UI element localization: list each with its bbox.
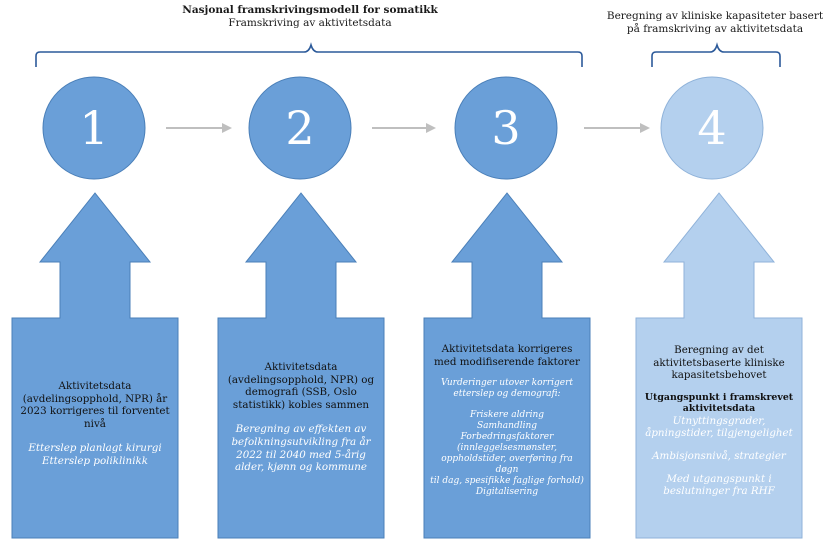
step-circle-1 — [42, 76, 146, 180]
step-circle-4 — [660, 76, 764, 180]
panel-2-italic-line: alder, kjønn og kommune — [234, 461, 367, 474]
panel-4-italic-line: Utnyttingsgrader, — [672, 414, 766, 427]
panel-4-italic-line: Med utgangspunkt i — [666, 472, 772, 485]
panel-2-italic-line: 2022 til 2040 med 5-årig — [236, 448, 366, 461]
panel-2-italic-line: Beregning av effekten av — [235, 423, 367, 436]
panel-3-main-line: med modifiserende faktorer — [434, 355, 580, 368]
connector-arrow-1-2 — [166, 123, 232, 133]
up-arrow-callout-2 — [217, 192, 385, 539]
header-left-subtitle: Framskriving av aktivitetsdata — [228, 17, 392, 29]
panel-4-italic-line: åpningstider, tilgjengelighet — [645, 427, 793, 440]
connector-arrow-3-4 — [584, 123, 650, 133]
panel-3-intro-line: etterslep og demografi: — [453, 389, 561, 400]
panel-4-italic-line: Ambisjonsnivå, strategier — [652, 449, 786, 462]
panel-4-bold-line: aktivitetsdata — [682, 403, 756, 415]
step-number-1: 1 — [79, 101, 109, 155]
step-number-3: 3 — [491, 101, 521, 155]
panel-1-main-line: 2023 korrigeres til forventet — [20, 405, 170, 418]
panel-1-italic-line: Etterslep planlagt kirurgi — [28, 442, 162, 455]
header-right-line-1: Beregning av kliniske kapasiteter basert — [606, 10, 824, 22]
bracket-left — [35, 42, 583, 67]
panel-1-main-line: Aktivitetsdata — [58, 380, 132, 392]
panel-1-italic-line: Etterslep poliklinikk — [42, 454, 148, 467]
up-arrow-callout-1 — [11, 192, 179, 539]
panel-3-list-item: Friskere aldring — [469, 410, 545, 421]
panel-2-main-line: demografi (SSB, Oslo — [245, 386, 357, 399]
step-number-4: 4 — [697, 101, 727, 155]
step-circle-3 — [454, 76, 558, 180]
panel-4-main-line: aktivitetsbaserte kliniske — [653, 356, 785, 369]
header-right: Beregning av kliniske kapasiteter basert… — [600, 10, 830, 36]
panel-3-list-item: Forbedringsfaktorer — [460, 432, 554, 443]
up-arrow-callout-3 — [423, 192, 591, 539]
header-right-line-2: på framskriving av aktivitetsdata — [626, 23, 804, 35]
panel-4-bold-line: Utgangspunkt i framskrevet — [644, 391, 794, 403]
panel-2-main-line: (avdelingsopphold, NPR) og — [227, 373, 375, 386]
panel-3-list-item: Samhandling — [476, 421, 538, 432]
panel-3-list-item: Digitalisering — [475, 487, 539, 498]
panel-1-main-line: (avdelingsopphold, NPR) år — [22, 392, 168, 405]
panel-4-main-line: Beregning av det — [674, 344, 764, 356]
panel-4-main-line: kapasitetsbehovet — [671, 369, 767, 382]
panel-4-italic-line: beslutninger fra RHF — [663, 485, 775, 498]
step-number-2: 2 — [285, 101, 315, 155]
panel-1-text: Aktivitetsdata (avdelingsopphold, NPR) å… — [12, 380, 178, 468]
header-left: Nasjonal framskrivingsmodell for somatik… — [120, 4, 500, 30]
panel-3-list-item: (innleggelsesmønster, — [457, 443, 557, 454]
up-arrow-callout-4 — [635, 192, 803, 539]
panel-3-intro-line: Vurderinger utover korrigert — [440, 378, 574, 389]
panel-3-list-item: oppholdstider, overføring fra døgn — [441, 454, 573, 476]
panel-3-text: Aktivitetsdata korrigeres med modifisere… — [424, 343, 590, 498]
panel-2-italic-line: befolkningsutvikling fra år — [231, 435, 371, 448]
bracket-right — [651, 42, 781, 67]
panel-4-text: Beregning av det aktivitetsbaserte klini… — [636, 344, 802, 498]
panel-2-text: Aktivitetsdata (avdelingsopphold, NPR) o… — [218, 361, 384, 474]
panel-2-main-line: Aktivitetsdata — [264, 361, 338, 373]
panel-3-main-line: Aktivitetsdata korrigeres — [441, 343, 573, 355]
connector-arrow-2-3 — [372, 123, 436, 133]
step-circle-2 — [248, 76, 352, 180]
header-left-title: Nasjonal framskrivingsmodell for somatik… — [182, 4, 438, 16]
panel-1-main-line: nivå — [84, 417, 106, 430]
panel-3-list-item: til dag, spesifikke faglige forhold) — [430, 476, 584, 487]
panel-2-main-line: statistikk) kobles sammen — [232, 398, 370, 411]
